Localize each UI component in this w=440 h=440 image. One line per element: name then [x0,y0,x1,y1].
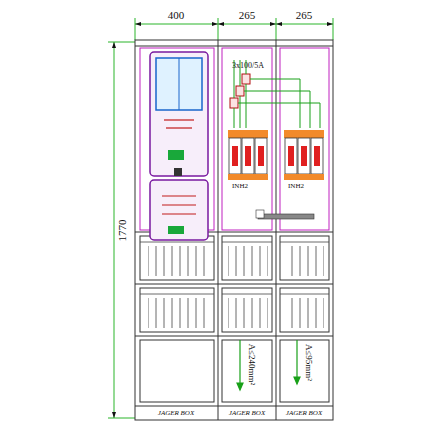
cable-section-label: A≤95mm² [304,342,313,381]
dimension-text: 265 [239,10,256,21]
dimension-text: 265 [296,10,313,21]
fuse-label: INH2 [288,183,304,190]
fuse-label: INH2 [232,183,248,190]
current-transformer-label: 3x100/5A [232,62,264,70]
dimension-text: 1770 [117,218,128,242]
brand-label: JAGER BOX [229,410,265,417]
cable-section-label: A≤240mm² [247,342,256,386]
dimension-text: 400 [168,10,185,21]
brand-label: JAGER BOX [286,410,322,417]
brand-label: JAGER BOX [158,410,194,417]
